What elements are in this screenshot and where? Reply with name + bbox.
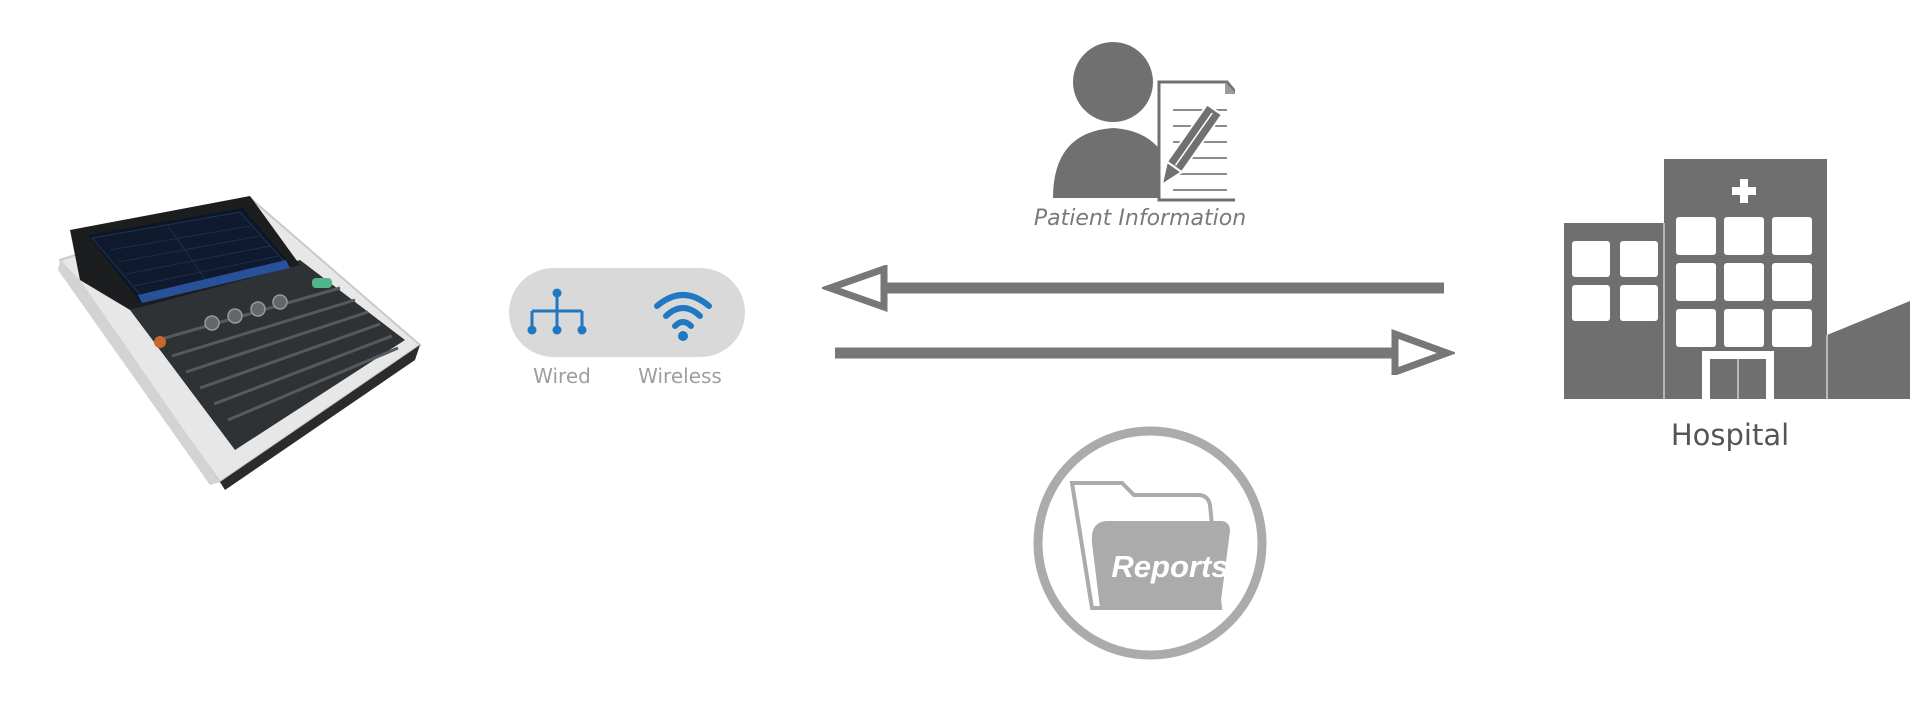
patient-document-icon bbox=[1049, 40, 1239, 205]
folder-icon: Reports bbox=[1030, 423, 1270, 663]
patient-information-label: Patient Information bbox=[1033, 206, 1247, 231]
wifi-icon bbox=[651, 286, 715, 342]
wired-label: Wired bbox=[533, 364, 591, 388]
hospital-building-icon bbox=[1560, 155, 1910, 405]
arrow-to-device bbox=[819, 264, 1444, 315]
reports-label: Reports bbox=[1111, 549, 1228, 584]
hospital-label: Hospital bbox=[1670, 418, 1790, 452]
network-tree-icon bbox=[525, 286, 589, 342]
wireless-label: Wireless bbox=[638, 364, 722, 388]
arrow-to-hospital bbox=[835, 325, 1458, 378]
ecg-machine-icon bbox=[50, 190, 430, 490]
